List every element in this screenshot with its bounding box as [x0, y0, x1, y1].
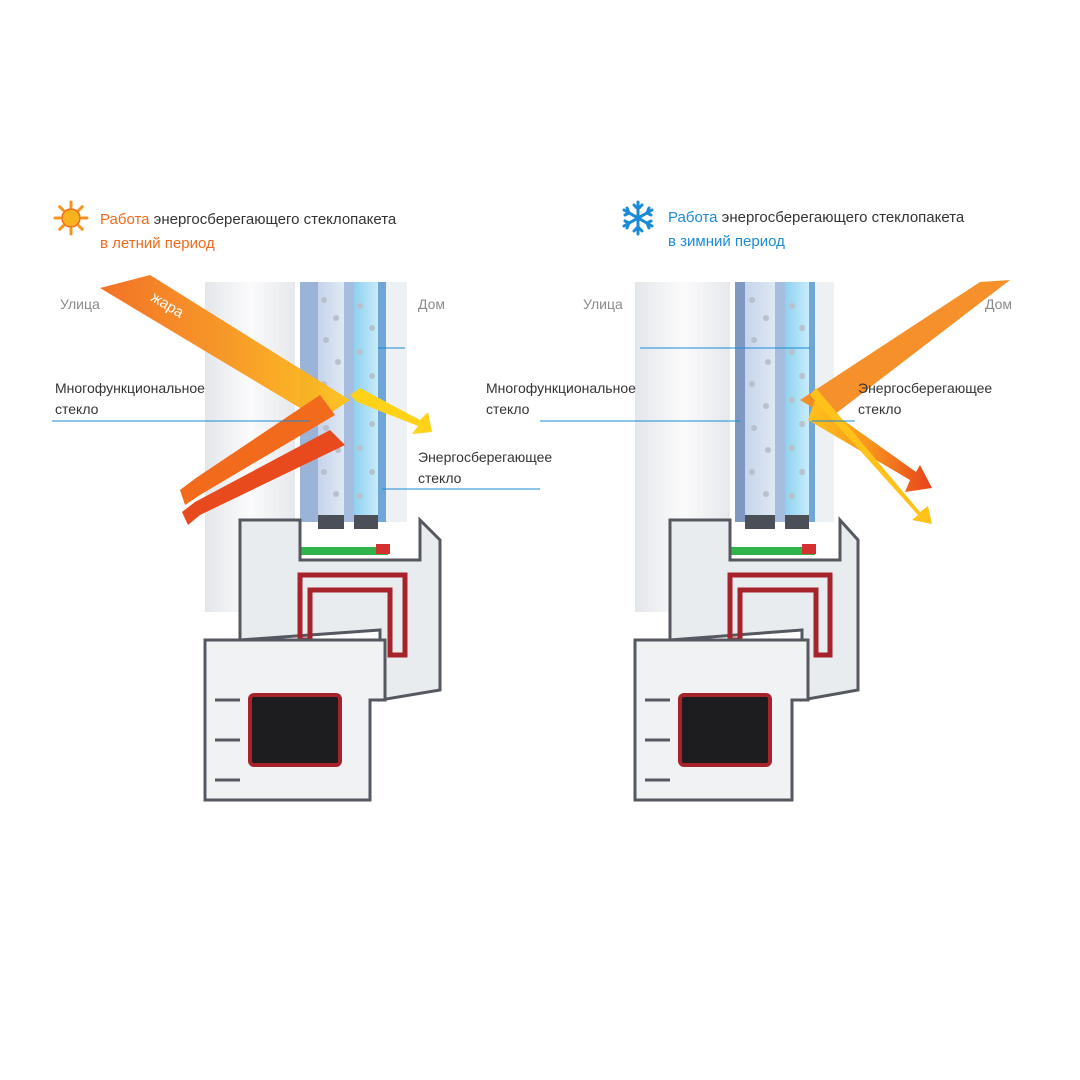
sun-icon: [53, 200, 89, 236]
summer-heat-ray-reflect-2: [182, 430, 345, 525]
summer-glass-middle: [344, 282, 354, 522]
winter-street-label: Улица: [583, 296, 623, 312]
summer-gasket-green: [298, 547, 388, 555]
summer-multifunctional-line2: стекло: [55, 401, 99, 417]
summer-heading-accent: Работа: [100, 211, 150, 228]
winter-spacer-2: [785, 515, 809, 529]
summer-spacer-1: [318, 515, 344, 529]
winter-multifunctional-line2: стекло: [486, 401, 530, 417]
winter-multifunctional-label: Многофункциональное стекло: [486, 378, 636, 420]
summer-light-ray-pass: [350, 388, 432, 434]
summer-window-diagram: жара: [52, 275, 540, 802]
winter-heading-rest: энергосберегающего стеклопакета: [721, 209, 965, 226]
winter-gasket-green: [725, 547, 815, 555]
winter-panel: Работа энергосберегающего стеклопакета в…: [486, 0, 1080, 1080]
winter-gasket-red: [802, 544, 816, 554]
winter-multifunctional-line1: Многофункциональное: [486, 380, 636, 396]
winter-energy-line2: стекло: [858, 401, 902, 417]
winter-chamber-1: [745, 282, 775, 522]
summer-multifunctional-line1: Многофункциональное: [55, 380, 205, 396]
winter-energy-line1: Энергосберегающее: [858, 380, 993, 396]
summer-heat-ray-reflect-1: [180, 395, 335, 505]
summer-multifunctional-label: Многофункциональное стекло: [55, 378, 205, 420]
winter-home-label: Дом: [985, 296, 1013, 312]
summer-frame-reinforcement: [248, 693, 342, 767]
winter-heading-accent: Работа: [668, 209, 718, 226]
summer-heading-rest: энергосберегающего стеклопакета: [153, 211, 397, 228]
snowflake-icon: [622, 200, 654, 236]
winter-heat-ray-in: [800, 280, 1010, 418]
summer-heading: Работа энергосберегающего стеклопакета в…: [100, 208, 396, 256]
winter-window-diagram: тепло: [540, 280, 1010, 802]
winter-glass-middle: [775, 282, 785, 522]
summer-panel: Работа энергосберегающего стеклопакета в…: [52, 200, 552, 802]
winter-heading: Работа энергосберегающего стеклопакета в…: [668, 206, 964, 254]
summer-home-label: Дом: [418, 296, 446, 312]
winter-light-ray-reflect: [810, 388, 932, 524]
winter-energy-label: Энергосберегающее стекло: [858, 378, 992, 420]
winter-heading-period: в зимний период: [668, 233, 785, 250]
summer-energy-line1: Энергосберегающее: [418, 449, 553, 465]
summer-street-label: Улица: [60, 296, 100, 312]
winter-sash-profile: [668, 516, 860, 702]
winter-spacer-1: [745, 515, 775, 529]
summer-spacer-2: [354, 515, 378, 529]
summer-heat-ray-in: [100, 275, 350, 420]
summer-gasket-red: [376, 544, 390, 554]
winter-gas-dots: [749, 297, 805, 499]
summer-heading-period: в летний период: [100, 235, 215, 252]
summer-energy-label: Энергосберегающее стекло: [418, 447, 552, 489]
winter-frame-reinforcement: [678, 693, 772, 767]
summer-energy-line2: стекло: [418, 470, 462, 486]
winter-glass-outer: [735, 282, 745, 522]
